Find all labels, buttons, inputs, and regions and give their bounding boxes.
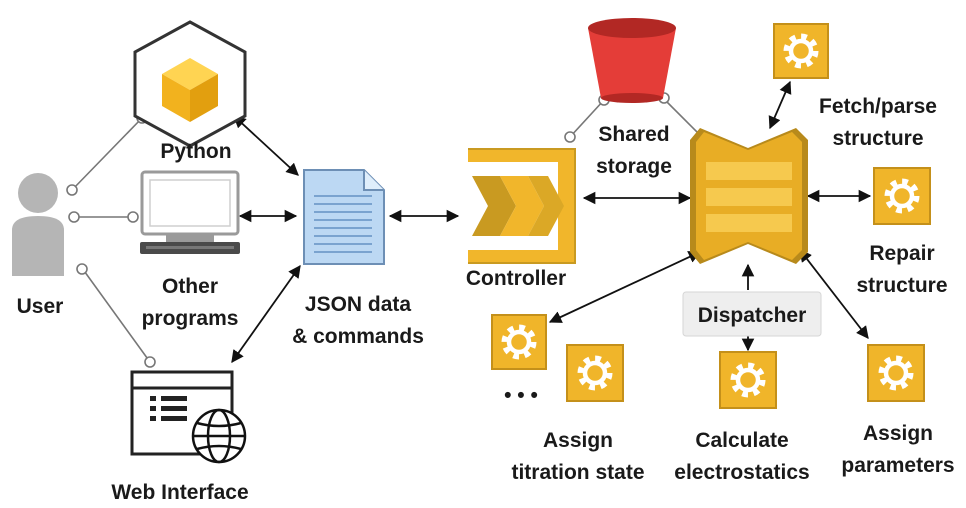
- dispatcher-label: Dispatcher: [698, 304, 807, 327]
- other-programs-label-line1: Other: [162, 275, 218, 298]
- gear-icon: [566, 344, 624, 402]
- python-label: Python: [160, 140, 231, 163]
- dispatcher-label-box: [682, 291, 822, 337]
- python-cube-icon: [133, 20, 247, 148]
- repair-label-line1: Repair: [869, 242, 934, 265]
- controller-label: Controller: [466, 267, 566, 290]
- computer-icon: [140, 170, 240, 254]
- gear-icon: [867, 344, 925, 402]
- gear-icon: [773, 23, 829, 79]
- storage-bucket-icon: [588, 18, 676, 103]
- json-document-icon: [303, 169, 385, 265]
- flow-arrows: [231, 80, 872, 364]
- fetch-parse-label-line2: structure: [832, 127, 923, 150]
- more-tasks-ellipsis: • • •: [504, 384, 538, 407]
- gear-icon: [719, 351, 777, 409]
- user-label: User: [17, 295, 64, 318]
- repair-label-line2: structure: [856, 274, 947, 297]
- gear-icon: [873, 167, 931, 225]
- calculate-electrostatics-label-line2: electrostatics: [674, 461, 809, 484]
- dispatcher-queue-icon: [690, 128, 808, 264]
- json-data-label-line2: & commands: [292, 325, 424, 348]
- controller-icon: [468, 148, 576, 264]
- assign-parameters-label-line2: parameters: [841, 454, 954, 477]
- other-programs-label-line2: programs: [142, 307, 239, 330]
- shared-storage-label-line2: storage: [596, 155, 672, 178]
- fetch-parse-label-line1: Fetch/parse: [819, 95, 937, 118]
- globe-icon: [191, 408, 247, 464]
- assign-parameters-label-line1: Assign: [863, 422, 933, 445]
- assign-titration-label-line1: Assign: [543, 429, 613, 452]
- json-data-label-line1: JSON data: [305, 293, 412, 316]
- user-icon: [12, 173, 64, 276]
- calculate-electrostatics-label-line1: Calculate: [695, 429, 788, 452]
- web-interface-label: Web Interface: [111, 481, 248, 504]
- gear-icon: [491, 314, 547, 370]
- assign-titration-label-line2: titration state: [511, 461, 644, 484]
- connector-lines: [66, 92, 711, 368]
- shared-storage-label-line1: Shared: [598, 123, 669, 146]
